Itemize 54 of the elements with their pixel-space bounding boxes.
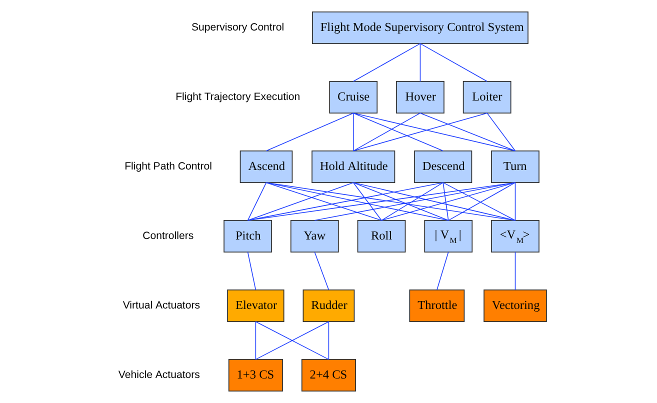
connector — [442, 182, 449, 221]
node-box: | V$_{M}$ | — [424, 220, 473, 253]
label: Flight Path Control — [124, 160, 212, 172]
connector — [420, 112, 516, 152]
connector — [420, 43, 421, 82]
connector — [352, 112, 354, 152]
label: Virtual Actuators — [122, 299, 200, 312]
connector — [352, 112, 421, 152]
node-box: Rudder — [302, 289, 355, 322]
connector — [314, 182, 516, 221]
node-box: Cruise — [329, 80, 378, 114]
node-box: Elevator — [227, 289, 284, 322]
node-box: Vectoring — [484, 289, 547, 322]
connector — [514, 252, 516, 290]
label: Controllers — [142, 230, 194, 242]
connector — [381, 182, 516, 221]
connector — [247, 182, 267, 221]
node-box: Ascend — [240, 150, 293, 184]
connector — [266, 112, 354, 152]
connector — [436, 252, 449, 290]
connector — [352, 112, 444, 152]
connector — [486, 112, 516, 152]
connector — [352, 182, 516, 221]
label: Flight Trajectory Execution — [176, 90, 300, 103]
connector — [255, 321, 256, 360]
node-box: Yaw — [290, 220, 339, 253]
node-box: Throttle — [409, 289, 465, 322]
connector — [352, 182, 382, 221]
connector — [328, 321, 330, 360]
connector — [352, 112, 488, 152]
connector — [314, 252, 330, 290]
node-box: Loiter — [462, 80, 512, 114]
node-box: Roll — [357, 220, 406, 253]
label: Supervisory Control — [191, 21, 284, 34]
connector — [352, 112, 516, 152]
node-box: 2+4 CS — [301, 359, 356, 392]
node-box: 1+3 CS — [228, 359, 283, 392]
connector — [420, 43, 488, 82]
node-box: <V$_{M}$> — [491, 220, 540, 253]
node-box: Descend — [414, 150, 472, 184]
connector — [266, 182, 382, 221]
node-box: Hold Altitude — [312, 150, 396, 184]
node-box: Turn — [491, 150, 540, 184]
node-box: Pitch — [224, 220, 272, 253]
connector — [352, 43, 421, 82]
connector — [255, 321, 330, 360]
connector — [247, 182, 354, 221]
node-box: Hover — [396, 80, 444, 114]
node-box: Flight Mode Supervisory Control System — [312, 11, 528, 44]
connector — [381, 182, 444, 221]
connector — [514, 182, 516, 221]
label: Vehicle Actuators — [118, 368, 200, 381]
connector — [247, 252, 256, 290]
connector — [352, 182, 449, 221]
